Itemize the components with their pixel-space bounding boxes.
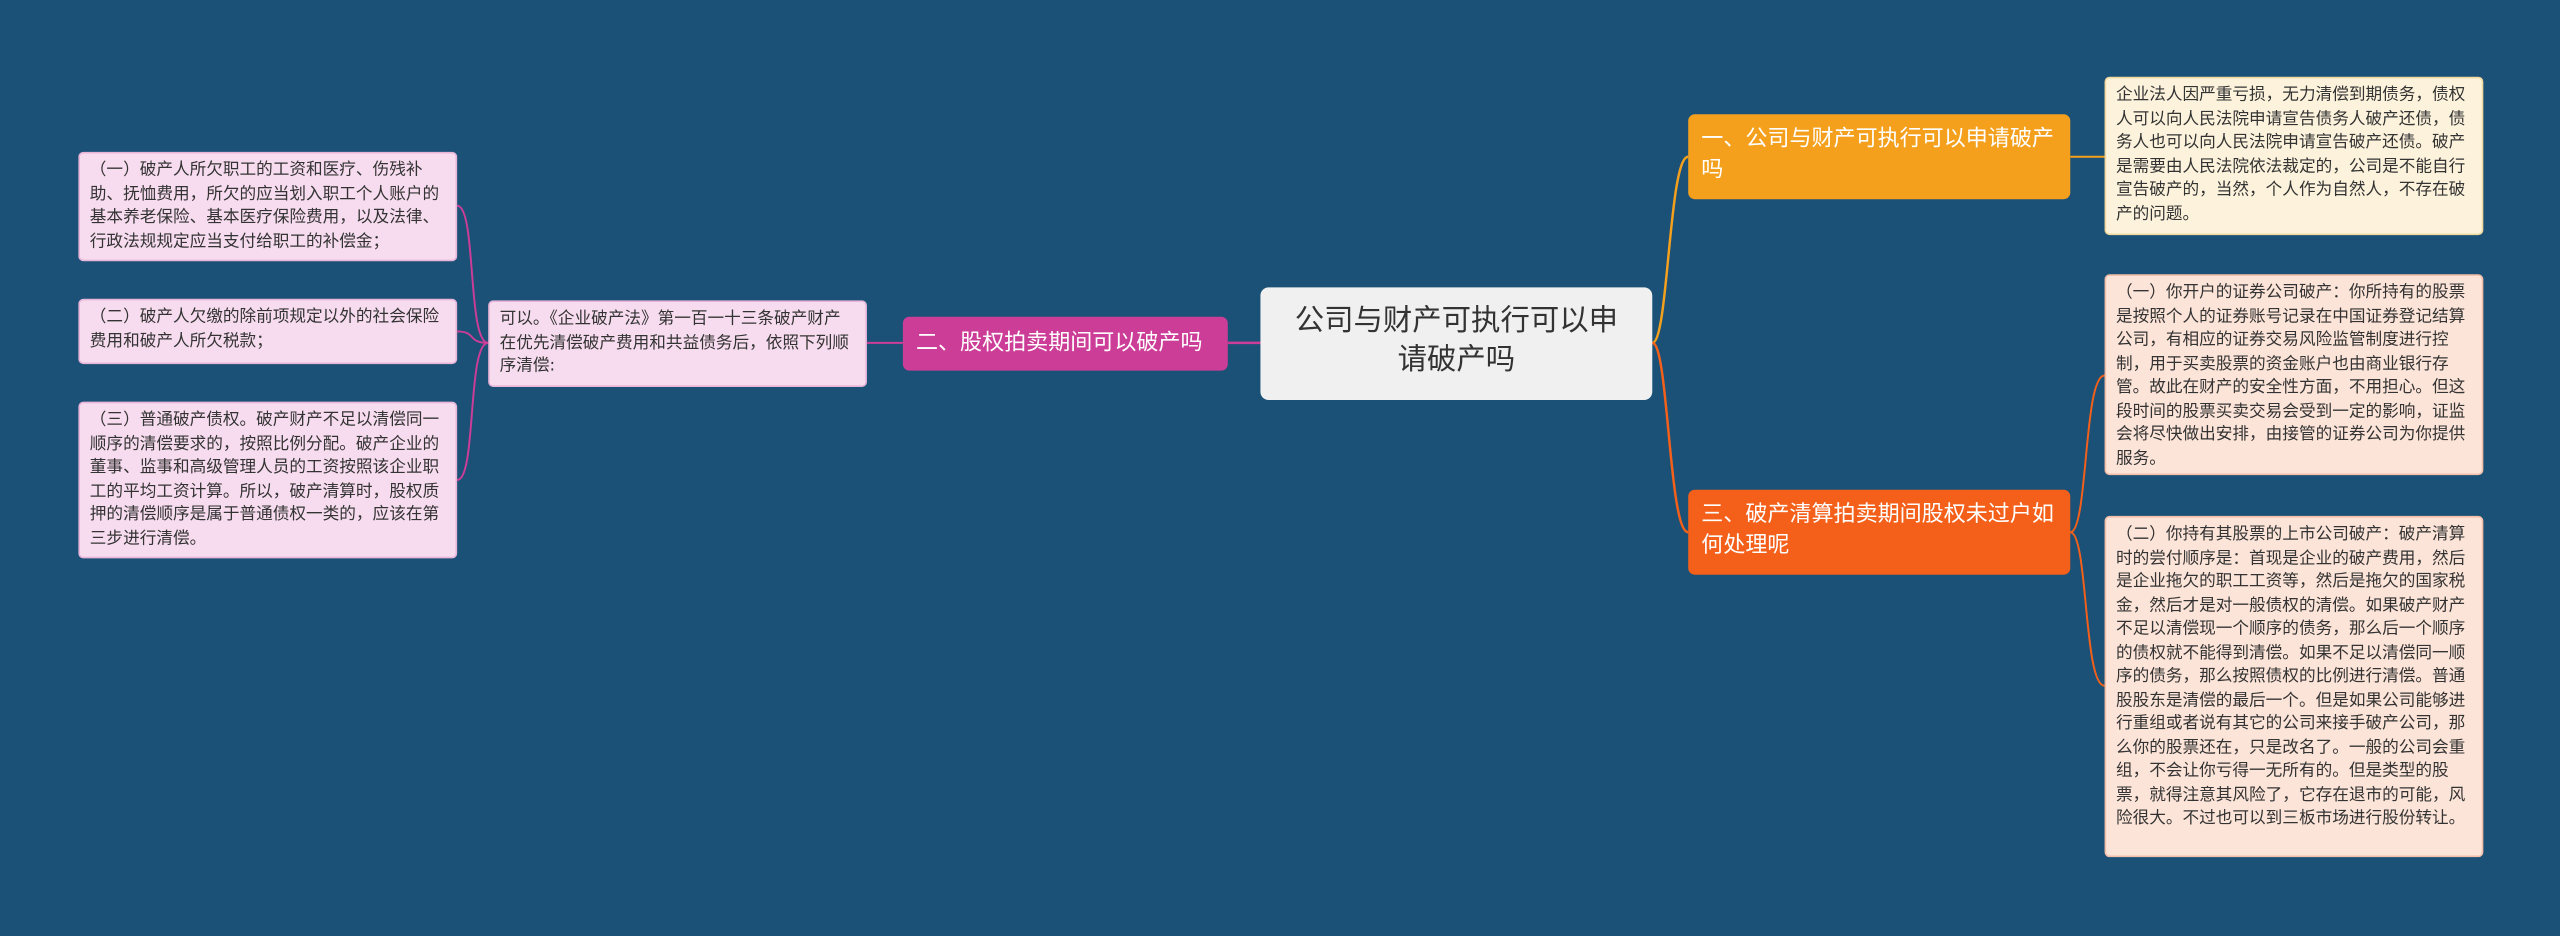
- link-root-b3: [1651, 341, 1689, 534]
- subtopic-3-2[interactable]: （二）你持有其股票的上市公司破产：破产清算时的尝付顺序是：首现是企业的破产费用，…: [2104, 515, 2484, 858]
- subtopic-2-1-1[interactable]: （一）破产人所欠职工的工资和医疗、伤残补助、抚恤费用，所欠的应当划入职工个人账户…: [78, 151, 458, 262]
- link-mid-p1: [456, 204, 489, 344]
- link-mid-p2: [457, 330, 489, 344]
- branch-topic-2[interactable]: 二、股权拍卖期间可以破产吗: [902, 316, 1228, 371]
- subtopic-2-1-3[interactable]: （三）普通破产债权。破产财产不足以清偿同一顺序的清偿要求的，按照比例分配。破产企…: [78, 401, 458, 559]
- link-b3-o2: [2069, 531, 2105, 687]
- branch-topic-1[interactable]: 一、公司与财产可执行可以申请破产吗: [1688, 114, 2071, 200]
- root-topic[interactable]: 公司与财产可执行可以申请破产吗: [1260, 287, 1653, 401]
- subtopic-2-1[interactable]: 可以。《企业破产法》第一百一十三条破产财产在优先清偿破产费用和共益债务后，依照下…: [488, 300, 867, 387]
- link-root-b1: [1651, 155, 1689, 345]
- subtopic-1-1[interactable]: 企业法人因严重亏损，无力清偿到期债务，债权人可以向人民法院申请宣告债务人破产还债…: [2104, 76, 2484, 236]
- subtopic-3-1[interactable]: （一）你开户的证券公司破产：你所持有的股票是按照个人的证券账号记录在中国证券登记…: [2104, 274, 2484, 476]
- subtopic-2-1-2[interactable]: （二）破产人欠缴的除前项规定以外的社会保险费用和破产人所欠税款；: [78, 298, 458, 365]
- link-b3-o1: [2069, 374, 2105, 534]
- branch-topic-3[interactable]: 三、破产清算拍卖期间股权未过户如何处理呢: [1688, 489, 2071, 575]
- link-mid-p3: [456, 341, 489, 481]
